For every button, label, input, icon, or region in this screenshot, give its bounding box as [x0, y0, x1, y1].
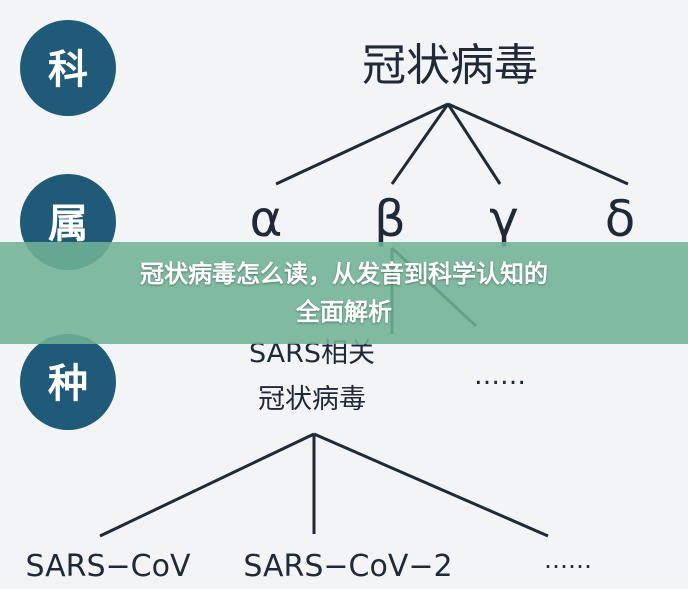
branch-gamma [446, 103, 502, 185]
level-genus-label: 属 [48, 201, 88, 247]
branch-sars-cov [99, 432, 315, 538]
species-branches [99, 432, 549, 538]
genus-gamma: γ [489, 190, 519, 248]
level-species-circle [20, 334, 116, 430]
level-family: 科 [20, 20, 116, 116]
level-species-label: 种 [48, 361, 88, 407]
strain-sars-cov-2: SARS−CoV−2 [243, 549, 452, 584]
level-family-label: 科 [48, 47, 88, 93]
branch-delta [447, 102, 629, 186]
strain-other-ellipsis: …… [544, 546, 592, 574]
family-node: 冠状病毒 [362, 40, 538, 91]
species-sars-related-line2: 冠状病毒 [258, 384, 366, 415]
branch-alpha [275, 102, 449, 186]
genus-beta: β [374, 190, 406, 248]
genus-alpha: α [250, 190, 283, 248]
branch-beta [390, 103, 450, 185]
title-banner: 冠状病毒怎么读，从发音到科学认知的 全面解析 [0, 242, 688, 344]
level-family-circle [20, 20, 116, 116]
genus-delta: δ [605, 190, 636, 248]
strain-sars-cov: SARS−CoV [26, 549, 191, 584]
species-other-ellipsis: …… [474, 361, 526, 391]
banner-title-line2: 全面解析 [296, 298, 392, 326]
level-species: 种 [20, 334, 116, 430]
banner-title-line1: 冠状病毒怎么读，从发音到科学认知的 [140, 260, 548, 288]
family-branches [275, 102, 629, 186]
branch-strain-other [313, 432, 549, 538]
